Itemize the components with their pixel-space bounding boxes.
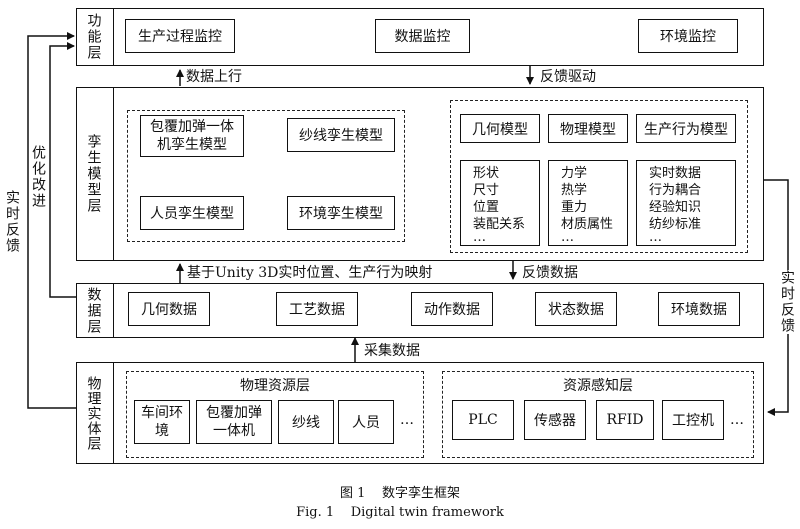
physical-layer-label: 物理实体层 — [85, 375, 102, 451]
arrow-label-feedback-data: 反馈数据 — [522, 265, 578, 281]
left-optimize-label: 优化改进 — [30, 145, 48, 209]
arrow-label-data-up: 数据上行 — [186, 69, 242, 85]
twin-models-group — [127, 110, 405, 242]
data-item-status: 状态数据 — [535, 292, 617, 326]
list-item: 行为耦合 — [649, 183, 702, 198]
list-item: 实时数据 — [649, 166, 702, 181]
twin-model-personnel: 人员孪生模型 — [140, 196, 244, 230]
figure-caption-en: Fig. 1 Digital twin framework — [296, 505, 504, 520]
sensing-more: … — [730, 412, 744, 428]
left-feedback-label: 实时反馈 — [4, 190, 22, 254]
list-item: 力学 — [561, 166, 588, 181]
list-item: … — [561, 230, 574, 245]
resource-workshop-env: 车间环境 — [134, 400, 190, 444]
list-item: … — [473, 230, 486, 245]
list-item: 形状 — [473, 166, 500, 181]
data-item-geometry: 几何数据 — [128, 292, 210, 326]
resource-personnel: 人员 — [338, 400, 394, 444]
sensing-industrial-pc: 工控机 — [662, 400, 724, 440]
resource-workshop-env-label: 车间环境 — [141, 405, 183, 439]
sensing-sensor: 传感器 — [524, 400, 586, 440]
physical-layer-label-cell: 物理实体层 — [76, 362, 114, 464]
list-item: … — [649, 230, 662, 245]
sensing-plc: PLC — [452, 400, 514, 440]
twin-model-yarn: 纱线孪生模型 — [287, 118, 395, 152]
category-physics-title: 物理模型 — [548, 114, 628, 143]
function-layer-label: 功能层 — [85, 13, 102, 61]
arrow-label-unity-mapping: 基于Unity 3D实时位置、生产行为映射 — [187, 265, 433, 281]
sensing-rfid: RFID — [596, 400, 654, 440]
function-item-production-monitor: 生产过程监控 — [125, 19, 235, 53]
function-layer-label-cell: 功能层 — [76, 8, 114, 66]
data-layer-label-cell: 数据层 — [76, 283, 114, 338]
list-item: 经验知识 — [649, 200, 702, 215]
sensing-title: 资源感知层 — [563, 378, 633, 394]
category-geometry-list: 形状 尺寸 位置 装配关系 … — [460, 160, 540, 246]
list-item: 热学 — [561, 183, 588, 198]
category-behavior-title: 生产行为模型 — [636, 114, 736, 143]
figure-caption-cn: 图 1 数字孪生框架 — [340, 486, 460, 501]
list-item: 位置 — [473, 200, 500, 215]
list-item: 装配关系 — [473, 217, 526, 232]
resource-packaging-machine-label: 包覆加弹一体机 — [206, 405, 262, 439]
list-item: 材质属性 — [561, 217, 614, 232]
sensing-group — [442, 371, 754, 458]
right-feedback-label: 实时反馈 — [779, 270, 797, 334]
resource-more: … — [400, 412, 414, 428]
twin-model-packaging-machine: 包覆加弹一体机孪生模型 — [140, 115, 244, 157]
resource-yarn: 纱线 — [278, 400, 334, 444]
model-categories-group — [450, 100, 748, 253]
twin-model-environment: 环境孪生模型 — [287, 196, 395, 230]
resource-packaging-machine: 包覆加弹一体机 — [196, 400, 272, 444]
function-item-environment-monitor: 环境监控 — [638, 19, 738, 53]
list-item: 尺寸 — [473, 183, 500, 198]
data-item-process: 工艺数据 — [276, 292, 358, 326]
data-item-action: 动作数据 — [411, 292, 493, 326]
list-item: 纺纱标准 — [649, 217, 702, 232]
twin-layer-label-cell: 孪生模型层 — [76, 87, 114, 261]
list-item: 重力 — [561, 200, 588, 215]
category-behavior-list: 实时数据 行为耦合 经验知识 纺纱标准 … — [636, 160, 736, 246]
physical-resources-group — [126, 371, 424, 458]
twin-layer-label: 孪生模型层 — [85, 134, 102, 214]
arrow-label-collect-data: 采集数据 — [364, 343, 420, 359]
data-item-environment: 环境数据 — [658, 292, 740, 326]
data-layer-label: 数据层 — [85, 286, 102, 335]
category-physics-list: 力学 热学 重力 材质属性 … — [548, 160, 628, 246]
function-item-data-monitor: 数据监控 — [375, 19, 470, 53]
category-geometry-title: 几何模型 — [460, 114, 540, 143]
physical-resources-title: 物理资源层 — [240, 378, 310, 394]
arrow-label-feedback-drive: 反馈驱动 — [540, 69, 596, 85]
